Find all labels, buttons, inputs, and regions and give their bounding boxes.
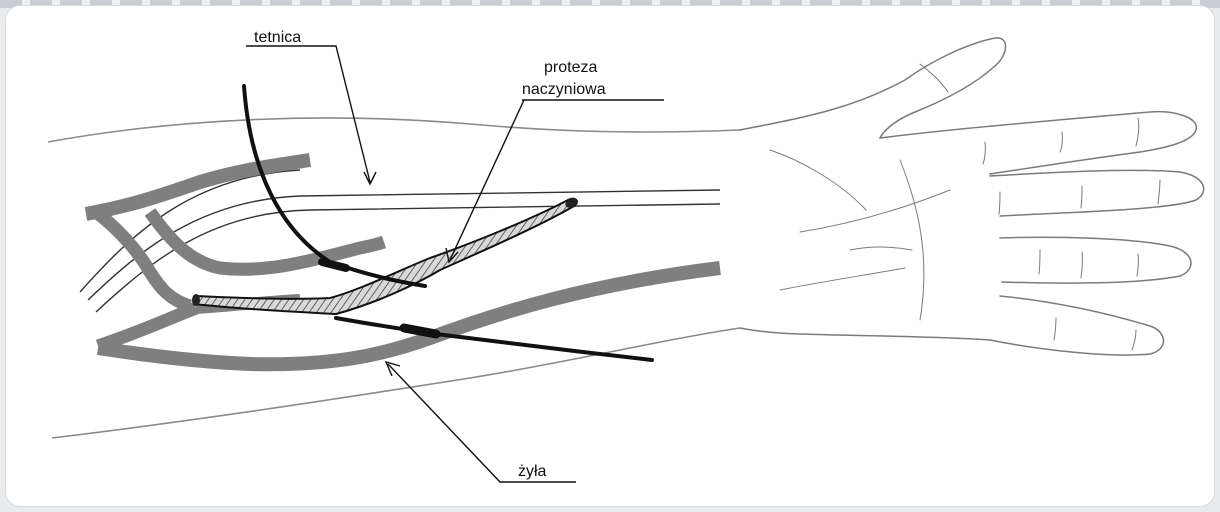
vein-network bbox=[86, 160, 720, 364]
vascular-graft bbox=[192, 197, 578, 314]
label-graft-line1: proteza bbox=[544, 59, 597, 76]
diagram-frame: tetnica proteza naczyniowa żyła bbox=[6, 6, 1214, 506]
cannulas bbox=[244, 86, 652, 360]
label-artery: tetnica bbox=[254, 29, 301, 46]
hand-outline bbox=[740, 38, 1204, 355]
forearm-dialysis-diagram: tetnica proteza naczyniowa żyła bbox=[6, 6, 1214, 506]
label-graft-line2: naczyniowa bbox=[522, 81, 606, 98]
label-vein: żyła bbox=[518, 463, 547, 480]
